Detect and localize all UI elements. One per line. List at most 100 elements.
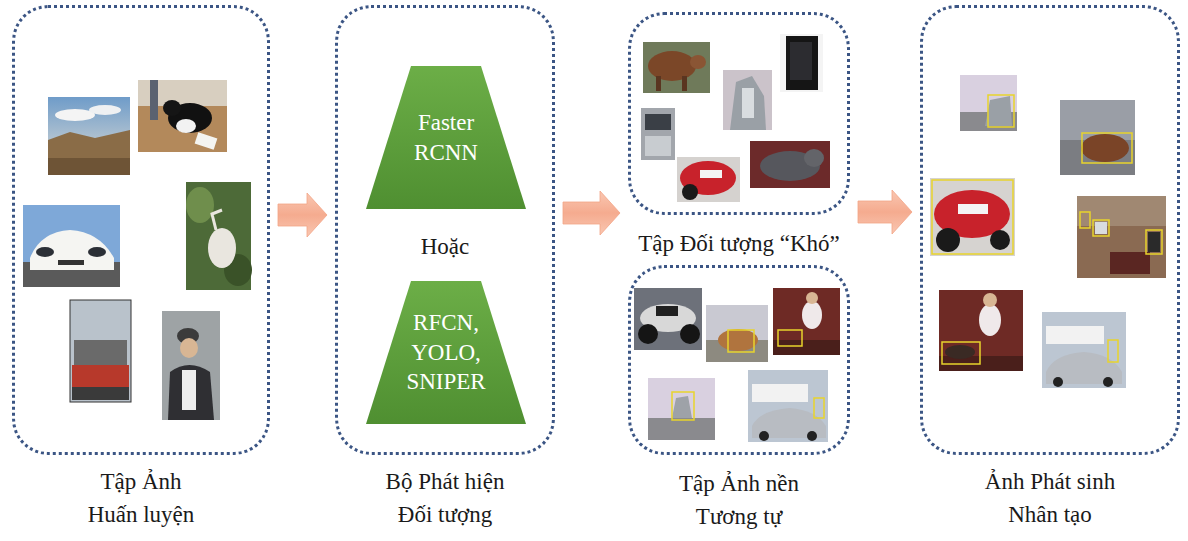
generated-cow-part: [1081, 134, 1129, 162]
boat-crop-part: [723, 70, 772, 130]
panel-heading: Tập Ảnh nền Tương tự: [666, 467, 812, 534]
man-photo: [162, 311, 220, 420]
block-arrow: [278, 193, 327, 237]
car-photo-part: [36, 247, 54, 257]
car-engine-photo-part: [72, 365, 129, 387]
detector-trapezoid: Faster RCNN: [366, 66, 526, 209]
cow-crop-part: [682, 76, 687, 91]
dotted-panel: Ảnh Phát sinh Nhân tạo: [920, 5, 1180, 455]
cow-scene-part: [706, 305, 768, 362]
cars-scene: [748, 370, 828, 442]
generated-room-part: [1148, 232, 1160, 252]
motorbike-scene-part: [634, 288, 702, 350]
boat-crop-part: [730, 76, 766, 130]
man-photo-part: [162, 311, 220, 420]
cat-crop: [750, 141, 830, 188]
trapezoid-text-stack: Faster RCNN: [396, 108, 496, 168]
dotted-panel: Tập Đối tượng “Khó”: [628, 12, 850, 215]
dog-photo-part: [150, 80, 158, 120]
dog-photo-part: [195, 132, 218, 150]
generated-cars-part: [1046, 326, 1104, 344]
generated-room-dog-part: [945, 345, 975, 359]
generated-room-part: [1146, 230, 1162, 254]
tv-crop-part: [780, 34, 823, 92]
dog-photo: [138, 80, 227, 152]
tv-crop-part: [790, 42, 812, 80]
dog-photo-part: [138, 80, 227, 152]
motorbike-scene: [634, 288, 702, 350]
bird-photo-part: [186, 182, 251, 290]
dog-photo-part: [176, 119, 196, 133]
landscape-photo-part: [48, 130, 130, 175]
generated-motorbike-part: [932, 180, 1013, 254]
cow-scene-part: [718, 329, 758, 351]
cat-crop-part: [750, 141, 830, 188]
generated-motorbike-part: [990, 230, 1010, 250]
generated-harbor-part: [988, 95, 1014, 127]
motorbike-crop-part: [700, 170, 722, 178]
harbor-scene-part: [672, 392, 694, 420]
motorbike-crop-part: [677, 157, 740, 202]
generated-motorbike-part: [930, 178, 1015, 256]
generated-room-dog-part: [983, 293, 997, 307]
harbor-scene-part: [648, 418, 715, 440]
cow-crop-part: [690, 55, 706, 69]
dotted-panel: Tập Ảnh nền Tương tự: [628, 265, 850, 455]
cars-scene-part: [752, 384, 808, 402]
connector-word: Hoặc: [338, 232, 552, 262]
bird-photo-part: [212, 210, 222, 230]
cow-crop-part: [643, 42, 710, 93]
car-photo: [23, 205, 120, 287]
room-scene: [773, 288, 840, 355]
generated-cow-part: [1082, 133, 1132, 163]
dog-photo-part: [163, 100, 181, 116]
generated-room-part: [1095, 222, 1107, 234]
harbor-scene: [648, 378, 715, 440]
trapezoid-text-area: RFCN, YOLO, SNIPER: [366, 281, 526, 424]
generated-harbor-part: [985, 96, 1012, 126]
motorbike-crop-part: [682, 184, 698, 200]
generated-cow-part: [1060, 100, 1135, 175]
motorbike-scene-part: [680, 324, 700, 344]
generated-cars: [1042, 312, 1126, 388]
generated-room-part: [1080, 212, 1090, 228]
generated-room-dog-part: [939, 290, 1023, 371]
generated-room-part: [1077, 196, 1166, 278]
generated-cars-part: [1053, 377, 1063, 387]
block-arrow: [563, 191, 620, 235]
generated-room-dog-part: [979, 304, 1001, 336]
harbor-scene-part: [648, 378, 715, 440]
tv-crop-part: [786, 36, 818, 90]
generated-cars-part: [1108, 340, 1118, 362]
cars-scene-part: [814, 398, 824, 418]
man-photo-part: [180, 338, 198, 358]
generated-cow: [1060, 100, 1135, 175]
room-scene-part: [806, 292, 818, 304]
bird-photo-part: [208, 228, 236, 268]
generated-harbor: [960, 75, 1017, 131]
trapezoid-shape: [366, 66, 526, 209]
room-scene-part: [778, 330, 802, 346]
detector-name: Faster RCNN: [396, 108, 496, 168]
generated-room-part: [1093, 220, 1109, 236]
boat-crop: [723, 70, 772, 130]
trapezoid-fill: [366, 66, 526, 209]
cars-scene-part: [759, 431, 769, 441]
trapezoid-text-area: Faster RCNN: [366, 66, 526, 209]
bird-photo: [186, 182, 252, 290]
trapezoid-fill: [366, 281, 526, 424]
car-crop-part: [645, 114, 671, 130]
cow-crop-part: [648, 51, 696, 81]
cow-crop: [643, 42, 710, 93]
boat-crop-part: [742, 88, 754, 118]
cars-scene-part: [807, 431, 817, 441]
dotted-panel: Bộ Phát hiện Đối tượngFaster RCNNRFCN, Y…: [335, 5, 555, 455]
room-scene-part: [773, 288, 840, 355]
man-photo-part: [168, 365, 214, 420]
generated-room: [1077, 196, 1166, 278]
bird-photo-part: [186, 187, 214, 223]
